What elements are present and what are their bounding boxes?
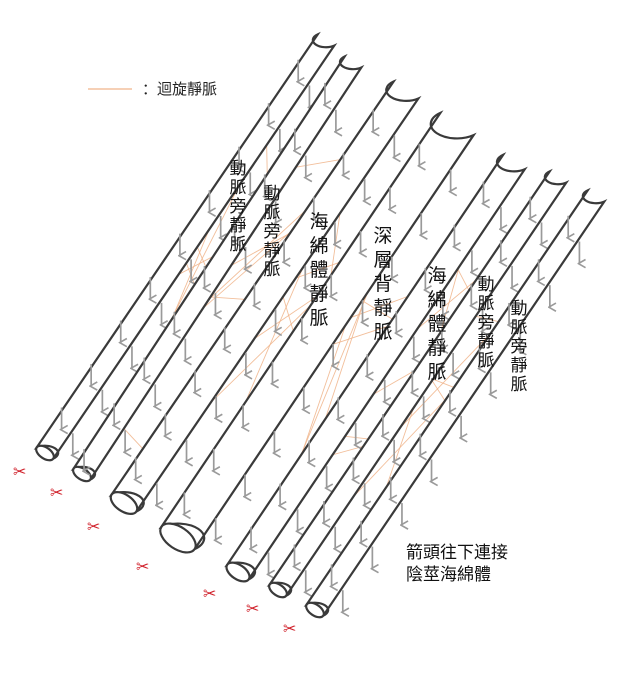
drainage-arrows [294, 196, 541, 593]
cavernosal-vein-tube-right [224, 152, 528, 583]
cavernosal-vein-tube-left [108, 78, 422, 515]
tube-cut-end [268, 581, 288, 599]
tube-cut-end [35, 444, 55, 462]
tube-cut-end [225, 561, 251, 583]
scissors-icon: ✂ [203, 584, 216, 603]
scissors-icon: ✂ [50, 483, 63, 502]
para-arterial-vein-tube-1 [33, 31, 338, 462]
scissors-icon: ✂ [246, 599, 259, 618]
scissors-icon: ✂ [136, 557, 149, 576]
drainage-arrows [84, 82, 336, 471]
drainage-arrows [184, 143, 450, 540]
label-deep-dorsal-vein: 深層背靜脈 [373, 225, 393, 343]
label-para-arterial-vein-4: 動脈旁靜脈 [510, 299, 528, 395]
footnote: 箭頭往下連接 陰莖海綿體 [406, 542, 508, 586]
drainage-arrows [332, 215, 580, 612]
scissors-icon: ✂ [87, 517, 100, 536]
label-para-arterial-vein-1: 動脈旁靜脈 [229, 159, 247, 255]
drainage-arrows [62, 59, 310, 456]
deep-dorsal-vein-tube [158, 110, 477, 554]
footnote-line-1: 箭頭往下連接 [406, 543, 508, 563]
scissors-icon: ✂ [13, 462, 26, 481]
label-cavernosal-vein-left: 海綿體靜脈 [309, 211, 329, 329]
drainage-arrows [136, 109, 395, 506]
para-arterial-vein-tube-3 [266, 168, 570, 599]
tube-cut-end [159, 522, 197, 554]
scissors-icon: ✂ [283, 619, 296, 638]
para-arterial-vein-tube-4 [303, 187, 608, 619]
tube-cut-end [305, 601, 325, 619]
tube-cut-end [109, 491, 139, 515]
drainage-arrows [251, 181, 501, 575]
legend-label: ：迴旋靜脈 [142, 80, 218, 98]
label-para-arterial-vein-3: 動脈旁靜脈 [477, 275, 495, 371]
label-cavernosal-vein-right: 海綿體靜脈 [427, 265, 447, 383]
footnote-line-2: 陰莖海綿體 [406, 565, 491, 585]
label-para-arterial-vein-2: 動脈旁靜脈 [263, 184, 281, 280]
